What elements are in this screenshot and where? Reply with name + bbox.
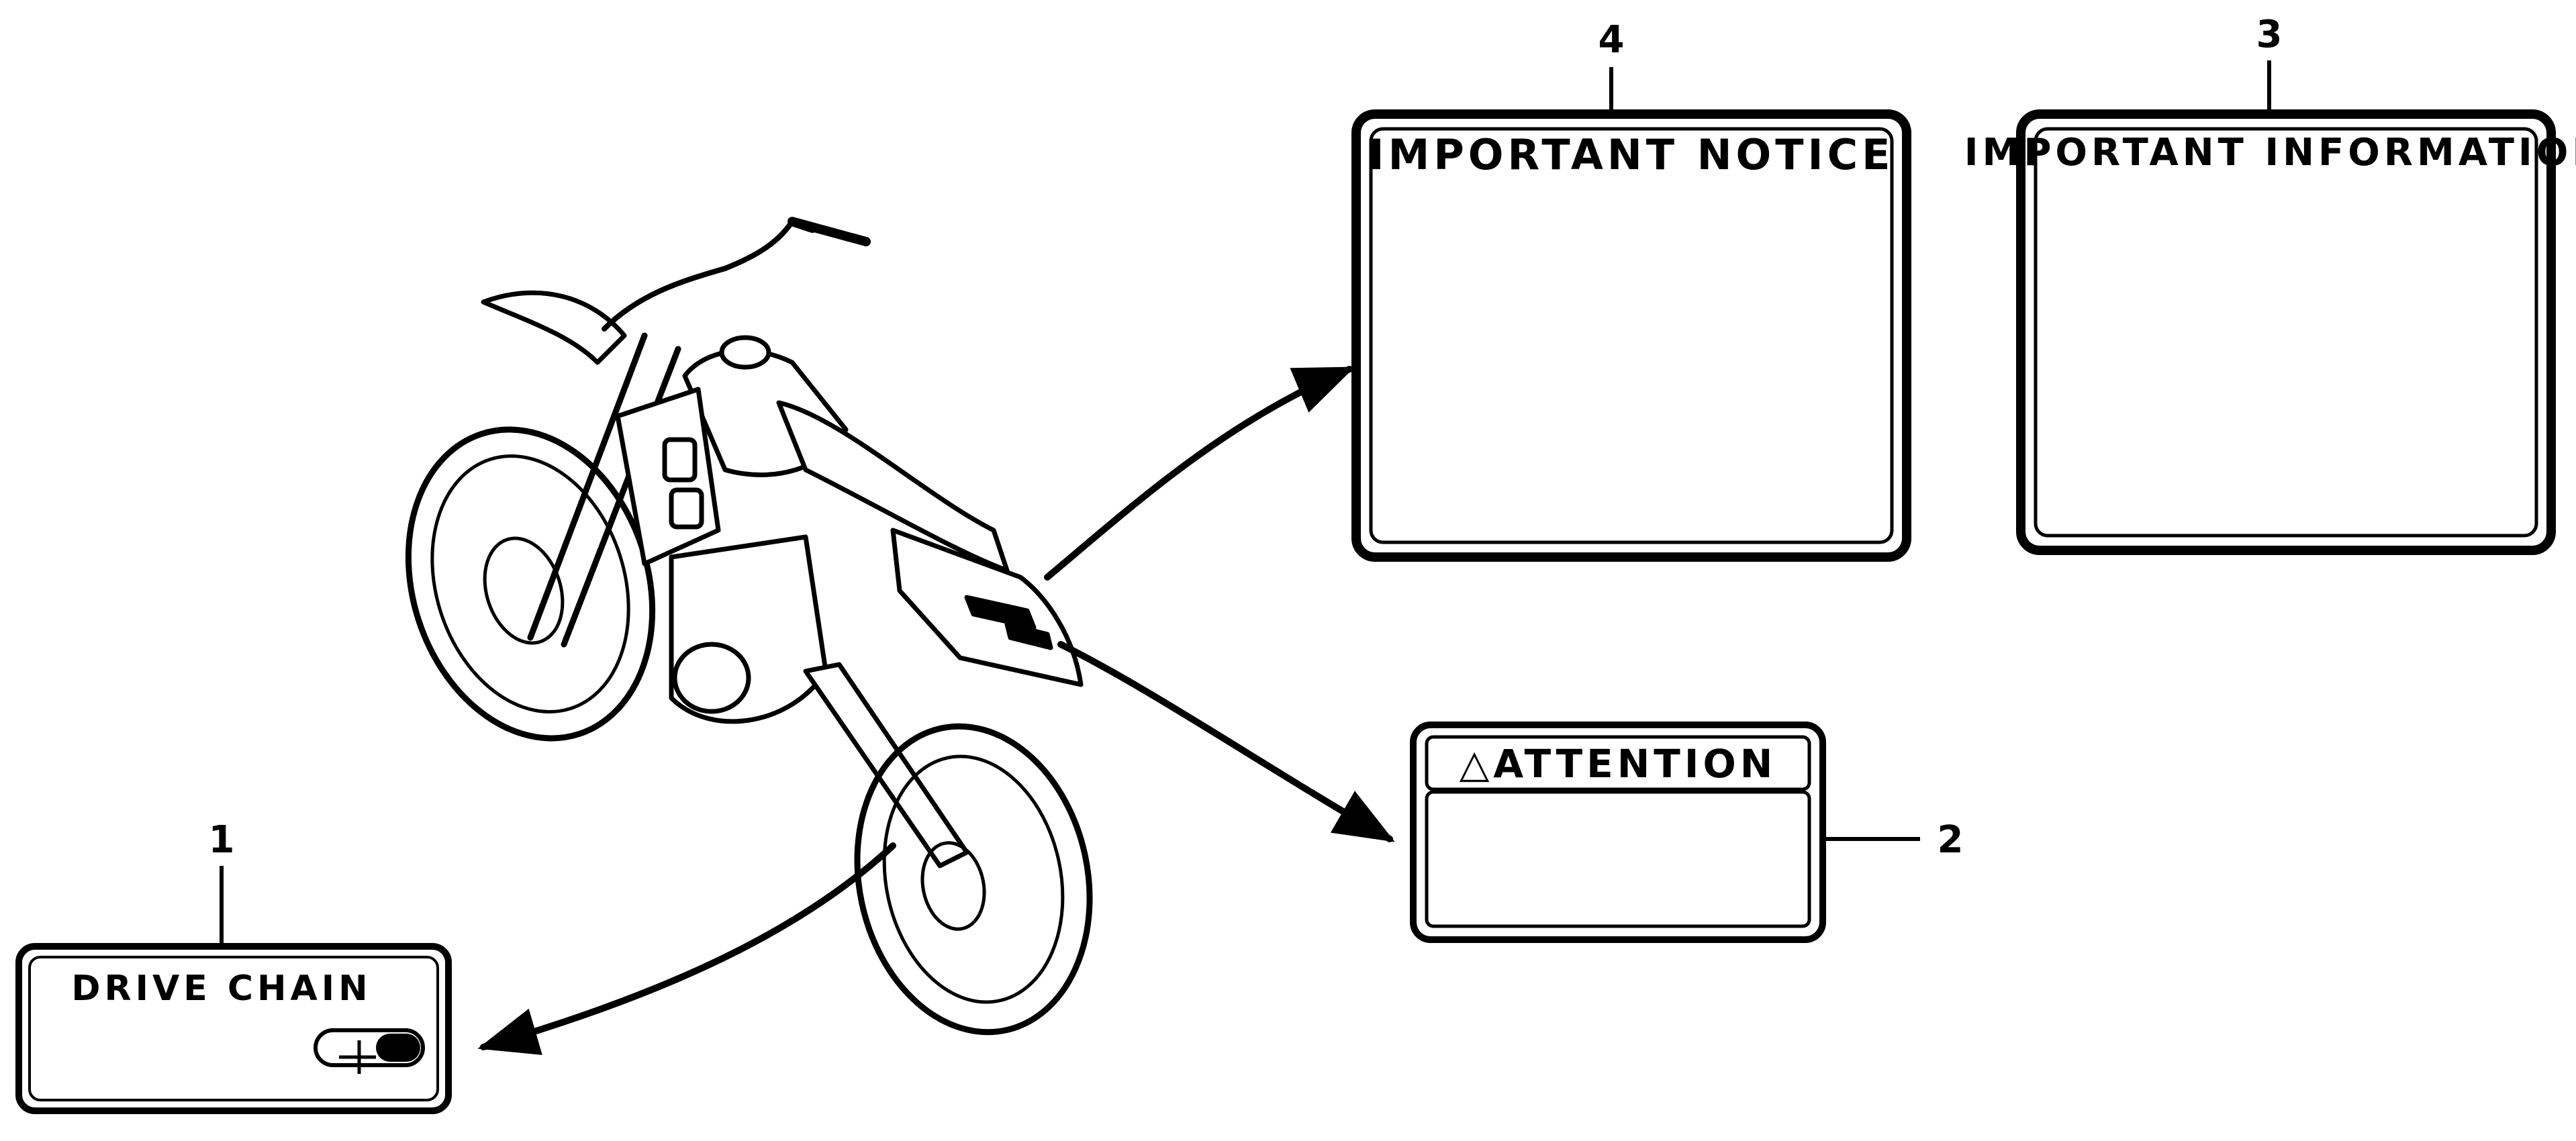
notice-frame-outer xyxy=(1351,109,1911,562)
callout-4: 4 xyxy=(1599,18,1625,62)
arrow-to-notice xyxy=(1044,366,1355,581)
panel-stripe-2 xyxy=(1004,622,1053,650)
attention-title: △ATTENTION xyxy=(1460,741,1777,787)
information-frame-outer xyxy=(2016,109,2556,555)
label-drive-chain: DRIVE CHAIN xyxy=(15,943,452,1114)
front-fork xyxy=(527,332,681,648)
arrow-to-drive-chain xyxy=(477,842,896,1055)
side-plate-slot-top xyxy=(662,437,698,483)
panel-stripe-1 xyxy=(964,595,1037,630)
seat xyxy=(776,400,1010,573)
warning-triangle-icon: △ xyxy=(1460,741,1494,787)
drive-chain-frame-outer xyxy=(15,943,452,1114)
information-frame-inner xyxy=(2034,127,2538,538)
notice-frame-inner xyxy=(1369,127,1894,544)
label-important-notice: IMPORTANT NOTICE xyxy=(1351,109,1911,562)
rear-wheel-rim xyxy=(882,754,1065,1004)
handlebar-grip xyxy=(788,217,871,246)
front-wheel-rim xyxy=(430,454,630,713)
callout-1: 1 xyxy=(209,818,235,862)
drive-chain-title: DRIVE CHAIN xyxy=(71,969,371,1009)
motorcycle-illustration xyxy=(405,217,1093,1036)
notice-title: IMPORTANT NOTICE xyxy=(1369,130,1895,179)
side-plate-slot-bottom xyxy=(669,487,704,530)
handlebar xyxy=(602,219,795,332)
engine-cover xyxy=(672,642,751,714)
attention-word: ATTENTION xyxy=(1493,741,1776,787)
arrow-to-attention xyxy=(1057,641,1395,842)
chain-adjuster-icon xyxy=(314,1028,425,1074)
callout-2: 2 xyxy=(1938,818,1964,862)
callout-3: 3 xyxy=(2256,13,2283,56)
attention-header-band xyxy=(1425,735,1811,791)
front-wheel-hub xyxy=(483,536,565,645)
label-attention: △ATTENTION xyxy=(1410,722,1826,943)
drive-chain-frame-inner xyxy=(28,956,439,1101)
fuel-cap xyxy=(719,335,771,370)
rear-wheel-tire xyxy=(854,723,1093,1036)
label-important-information: IMPORTANT INFORMATION xyxy=(1964,109,2576,555)
attention-body-frame xyxy=(1425,790,1811,928)
rear-wheel-hub xyxy=(920,841,986,931)
information-title: IMPORTANT INFORMATION xyxy=(1964,131,2576,175)
attention-frame-outer xyxy=(1410,722,1826,943)
front-fender xyxy=(481,290,627,365)
